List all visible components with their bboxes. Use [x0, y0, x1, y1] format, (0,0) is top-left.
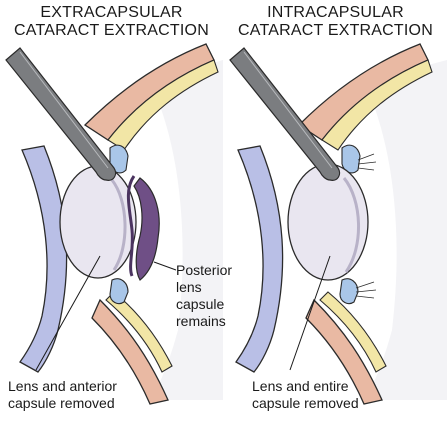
capsule-pointer [153, 261, 177, 271]
posterior-capsule [133, 177, 160, 281]
iris-bottom [339, 278, 359, 305]
label-line-1: Lens and anterior [8, 378, 117, 394]
zonule-fibers-bottom [355, 281, 377, 299]
forceps [229, 47, 341, 181]
label-line-1: Lens and entire [252, 378, 349, 394]
sclera-bottom [305, 298, 383, 405]
lens-pointer [35, 255, 101, 371]
forceps [5, 47, 117, 181]
extracapsular-illustration [5, 43, 223, 405]
title-line-2: CATARACT EXTRACTION [14, 22, 209, 39]
lens-removed-label: Lens and anterior capsule removed [8, 378, 117, 412]
cornea [19, 145, 68, 373]
choroid-top [107, 59, 219, 151]
extracapsular-panel: EXTRACAPSULAR CATARACT EXTRACTION Poster… [0, 0, 232, 422]
label-line-2: capsule remains [176, 296, 226, 329]
cornea [235, 145, 284, 373]
label-line-1: Posterior lens [176, 262, 233, 295]
title-line-1: INTRACAPSULAR [267, 4, 404, 21]
lens-pointer [289, 255, 331, 371]
title-line-1: EXTRACAPSULAR [40, 4, 183, 21]
posterior-capsule-label: Posterior lens capsule remains [176, 262, 232, 330]
intracapsular-illustration [229, 43, 447, 405]
panel-title: INTRACAPSULAR CATARACT EXTRACTION [224, 4, 447, 40]
panel-title: EXTRACAPSULAR CATARACT EXTRACTION [0, 4, 223, 40]
ciliary-bottom [105, 291, 173, 373]
lens-shading [110, 179, 127, 271]
lens-shading [342, 177, 361, 273]
zonule-fibers-top [357, 153, 377, 171]
sclera-bottom [91, 298, 169, 405]
vitreous [364, 60, 447, 400]
vitreous [150, 60, 223, 400]
label-line-2: capsule removed [252, 395, 359, 411]
posterior-capsule-fold [126, 175, 136, 277]
lens-removed-label: Lens and entire capsule removed [252, 378, 359, 412]
choroid-top [321, 59, 433, 151]
intracapsular-panel: INTRACAPSULAR CATARACT EXTRACTION Lens a… [224, 0, 447, 422]
label-line-2: capsule removed [8, 395, 115, 411]
title-line-2: CATARACT EXTRACTION [238, 22, 433, 39]
ciliary-bottom [319, 291, 387, 373]
iris-bottom [109, 278, 129, 305]
